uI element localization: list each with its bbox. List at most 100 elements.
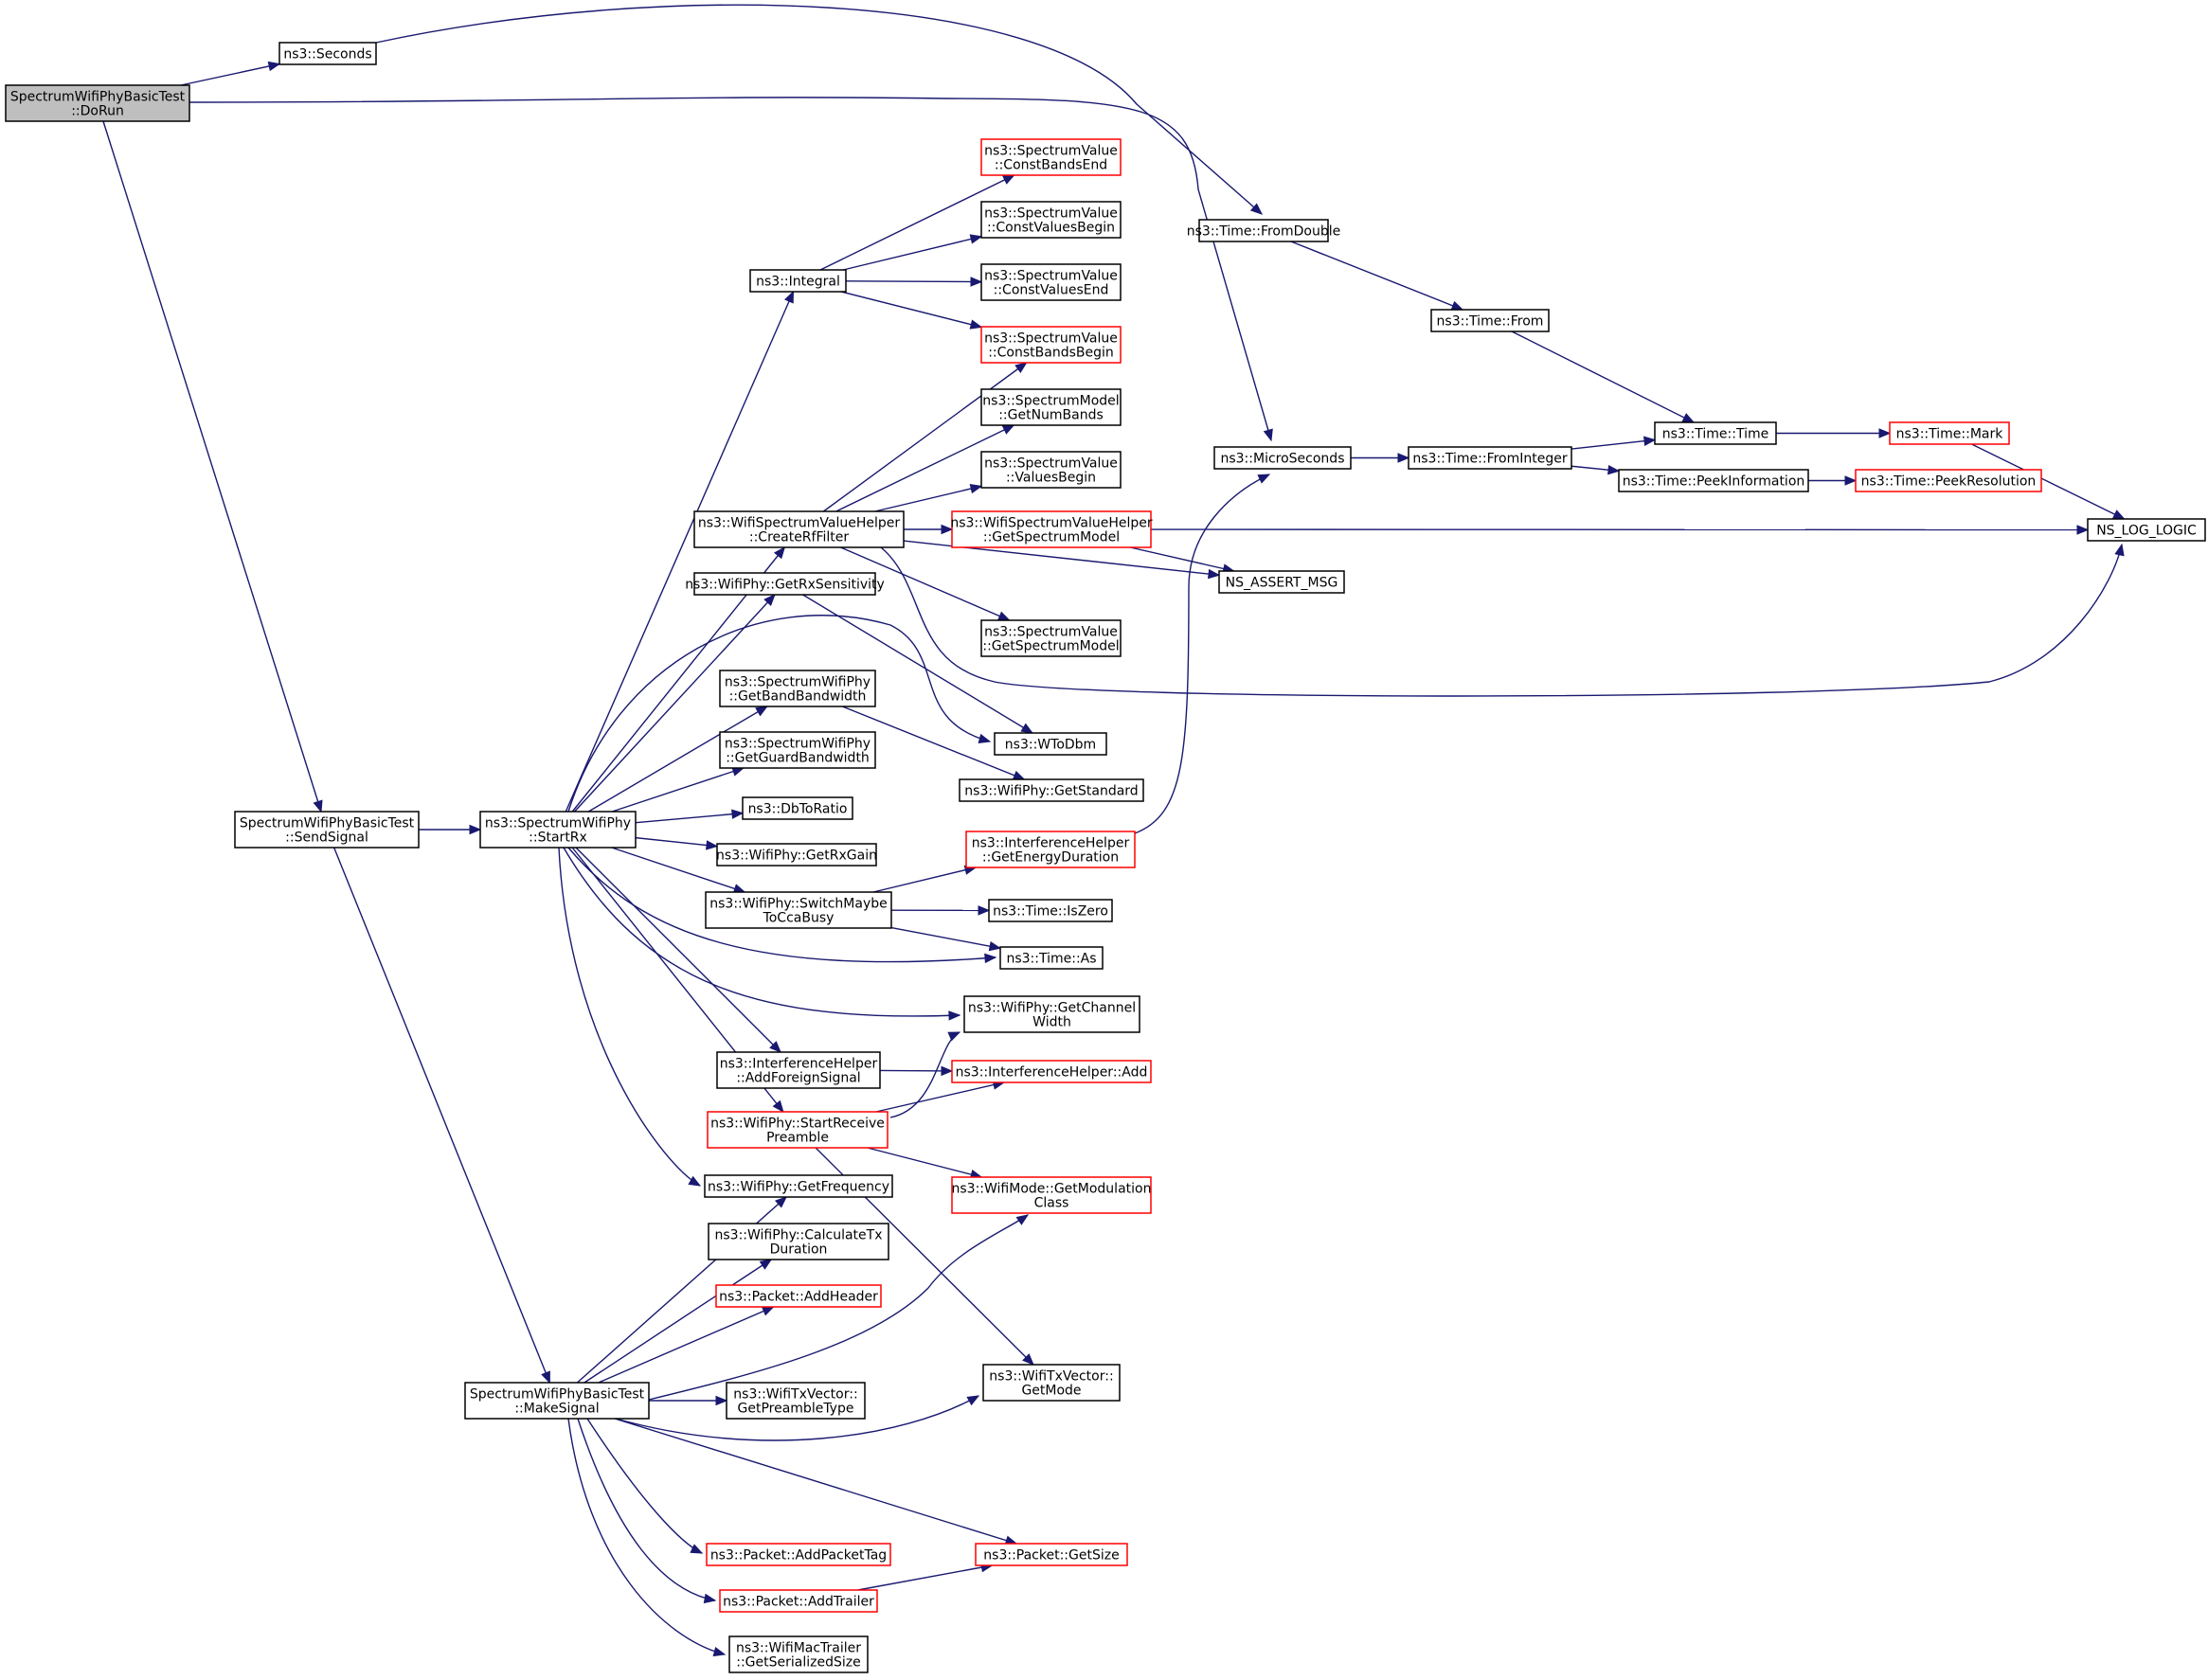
node-sm_gnb[interactable]: ns3::SpectrumModel::GetNumBands xyxy=(980,388,1122,426)
node-sv_cbe[interactable]: ns3::SpectrumValue::ConstBandsEnd xyxy=(980,138,1122,176)
node-addtrailer[interactable]: ns3::Packet::AddTrailer xyxy=(719,1589,878,1613)
node-box-getfreq[interactable] xyxy=(704,1174,893,1198)
node-box-sv_vb[interactable] xyxy=(980,451,1122,489)
node-ih_add[interactable]: ns3::InterferenceHelper::Add xyxy=(951,1060,1152,1083)
node-getbandbw[interactable]: ns3::SpectrumWifiPhy::GetBandBandwidth xyxy=(719,670,876,707)
node-dorun[interactable]: SpectrumWifiPhyBasicTest::DoRun xyxy=(5,84,190,122)
node-box-peekinfo[interactable] xyxy=(1618,469,1809,492)
node-box-makesignal[interactable] xyxy=(464,1382,650,1420)
node-box-sv_cvb[interactable] xyxy=(980,201,1122,239)
node-time_from[interactable]: ns3::Time::From xyxy=(1430,309,1550,332)
node-box-nsassert[interactable] xyxy=(1218,570,1345,594)
node-box-gss[interactable] xyxy=(728,1635,869,1673)
node-ih_afs[interactable]: ns3::InterferenceHelper::AddForeignSigna… xyxy=(716,1051,881,1089)
node-getpreamble[interactable]: ns3::WifiTxVector::GetPreambleType xyxy=(726,1382,866,1420)
node-box-time_from[interactable] xyxy=(1430,309,1550,332)
node-peekres[interactable]: ns3::Time::PeekResolution xyxy=(1855,469,2042,492)
node-nsassert[interactable]: NS_ASSERT_MSG xyxy=(1218,570,1345,594)
node-box-sv_cve[interactable] xyxy=(980,263,1122,301)
node-box-frominteger[interactable] xyxy=(1408,446,1572,470)
node-getsize[interactable]: ns3::Packet::GetSize xyxy=(975,1543,1128,1566)
node-box-getmode[interactable] xyxy=(982,1364,1121,1402)
node-box-peekres[interactable] xyxy=(1855,469,2042,492)
node-box-getmodclass[interactable] xyxy=(951,1176,1152,1214)
node-getmode[interactable]: ns3::WifiTxVector::GetMode xyxy=(982,1364,1121,1402)
node-box-addpackettag[interactable] xyxy=(706,1543,891,1566)
node-box-time_time[interactable] xyxy=(1654,421,1777,445)
node-box-time_iszero[interactable] xyxy=(988,899,1113,922)
node-box-time_as[interactable] xyxy=(999,946,1104,970)
node-sendsignal[interactable]: SpectrumWifiPhyBasicTest::SendSignal xyxy=(234,811,420,849)
node-box-sv_gsm[interactable] xyxy=(980,619,1122,657)
node-box-calctx[interactable] xyxy=(708,1223,889,1260)
node-wtodbm[interactable]: ns3::WToDbm xyxy=(994,732,1107,756)
node-sv_vb[interactable]: ns3::SpectrumValue::ValuesBegin xyxy=(980,451,1122,489)
node-getguardbw[interactable]: ns3::SpectrumWifiPhy::GetGuardBandwidth xyxy=(719,731,876,769)
node-getstandard[interactable]: ns3::WifiPhy::GetStandard xyxy=(959,778,1144,802)
node-box-sm_gnb[interactable] xyxy=(980,388,1122,426)
node-wsvh_gsm[interactable]: ns3::WifiSpectrumValueHelper::GetSpectru… xyxy=(950,510,1153,548)
node-box-switchcca[interactable] xyxy=(705,891,892,929)
node-box-wtodbm[interactable] xyxy=(994,732,1107,756)
node-box-ih_ged[interactable] xyxy=(965,831,1136,868)
node-box-time_mark[interactable] xyxy=(1889,421,2010,445)
node-getrxsens[interactable]: ns3::WifiPhy::GetRxSensitivity xyxy=(685,572,885,596)
node-box-createrf[interactable] xyxy=(693,510,905,548)
node-frominteger[interactable]: ns3::Time::FromInteger xyxy=(1408,446,1572,470)
node-ih_ged[interactable]: ns3::InterferenceHelper::GetEnergyDurati… xyxy=(965,831,1136,868)
node-box-dorun[interactable] xyxy=(5,84,190,122)
node-box-getsize[interactable] xyxy=(975,1543,1128,1566)
node-box-fromdouble[interactable] xyxy=(1198,219,1329,242)
node-seconds[interactable]: ns3::Seconds xyxy=(278,42,377,65)
node-makesignal[interactable]: SpectrumWifiPhyBasicTest::MakeSignal xyxy=(464,1382,650,1420)
node-box-addtrailer[interactable] xyxy=(719,1589,878,1613)
node-peekinfo[interactable]: ns3::Time::PeekInformation xyxy=(1618,469,1809,492)
node-box-seconds[interactable] xyxy=(278,42,377,65)
node-box-getrxsens[interactable] xyxy=(693,572,876,596)
node-dbtoratio[interactable]: ns3::DbToRatio xyxy=(742,796,853,820)
node-startrx[interactable]: ns3::SpectrumWifiPhy::StartRx xyxy=(479,811,637,849)
node-box-sendsignal[interactable] xyxy=(234,811,420,849)
node-box-sv_cbb[interactable] xyxy=(980,326,1122,364)
node-box-dbtoratio[interactable] xyxy=(742,796,853,820)
node-box-addheader[interactable] xyxy=(715,1284,882,1308)
node-sv_cbb[interactable]: ns3::SpectrumValue::ConstBandsBegin xyxy=(980,326,1122,364)
node-box-getbandbw[interactable] xyxy=(719,670,876,707)
node-box-getrxgain[interactable] xyxy=(716,843,877,867)
node-time_time[interactable]: ns3::Time::Time xyxy=(1654,421,1777,445)
node-box-nslog[interactable] xyxy=(2087,518,2206,542)
node-box-getpreamble[interactable] xyxy=(726,1382,866,1420)
node-getfreq[interactable]: ns3::WifiPhy::GetFrequency xyxy=(704,1174,893,1198)
node-addpackettag[interactable]: ns3::Packet::AddPacketTag xyxy=(706,1543,891,1566)
node-box-microseconds[interactable] xyxy=(1213,446,1352,470)
node-box-wsvh_gsm[interactable] xyxy=(951,510,1152,548)
node-box-getguardbw[interactable] xyxy=(719,731,876,769)
node-microseconds[interactable]: ns3::MicroSeconds xyxy=(1213,446,1352,470)
node-box-getchw[interactable] xyxy=(963,995,1140,1033)
node-fromdouble[interactable]: ns3::Time::FromDouble xyxy=(1187,219,1341,242)
node-box-ih_afs[interactable] xyxy=(716,1051,881,1089)
node-sv_gsm[interactable]: ns3::SpectrumValue::GetSpectrumModel xyxy=(980,619,1122,657)
node-createrf[interactable]: ns3::WifiSpectrumValueHelper::CreateRfFi… xyxy=(693,510,905,548)
node-nslog[interactable]: NS_LOG_LOGIC xyxy=(2087,518,2206,542)
node-time_as[interactable]: ns3::Time::As xyxy=(999,946,1104,970)
node-box-sv_cbe[interactable] xyxy=(980,138,1122,176)
node-gss[interactable]: ns3::WifiMacTrailer::GetSerializedSize xyxy=(728,1635,869,1673)
node-sv_cvb[interactable]: ns3::SpectrumValue::ConstValuesBegin xyxy=(980,201,1122,239)
node-box-ih_add[interactable] xyxy=(951,1060,1152,1083)
node-box-startrecv[interactable] xyxy=(707,1111,889,1149)
node-time_iszero[interactable]: ns3::Time::IsZero xyxy=(988,899,1113,922)
node-integral[interactable]: ns3::Integral xyxy=(749,269,847,293)
node-addheader[interactable]: ns3::Packet::AddHeader xyxy=(715,1284,882,1308)
node-getrxgain[interactable]: ns3::WifiPhy::GetRxGain xyxy=(716,843,877,867)
node-box-integral[interactable] xyxy=(749,269,847,293)
node-box-getstandard[interactable] xyxy=(959,778,1144,802)
node-box-startrx[interactable] xyxy=(479,811,637,849)
node-time_mark[interactable]: ns3::Time::Mark xyxy=(1889,421,2010,445)
node-sv_cve[interactable]: ns3::SpectrumValue::ConstValuesEnd xyxy=(980,263,1122,301)
